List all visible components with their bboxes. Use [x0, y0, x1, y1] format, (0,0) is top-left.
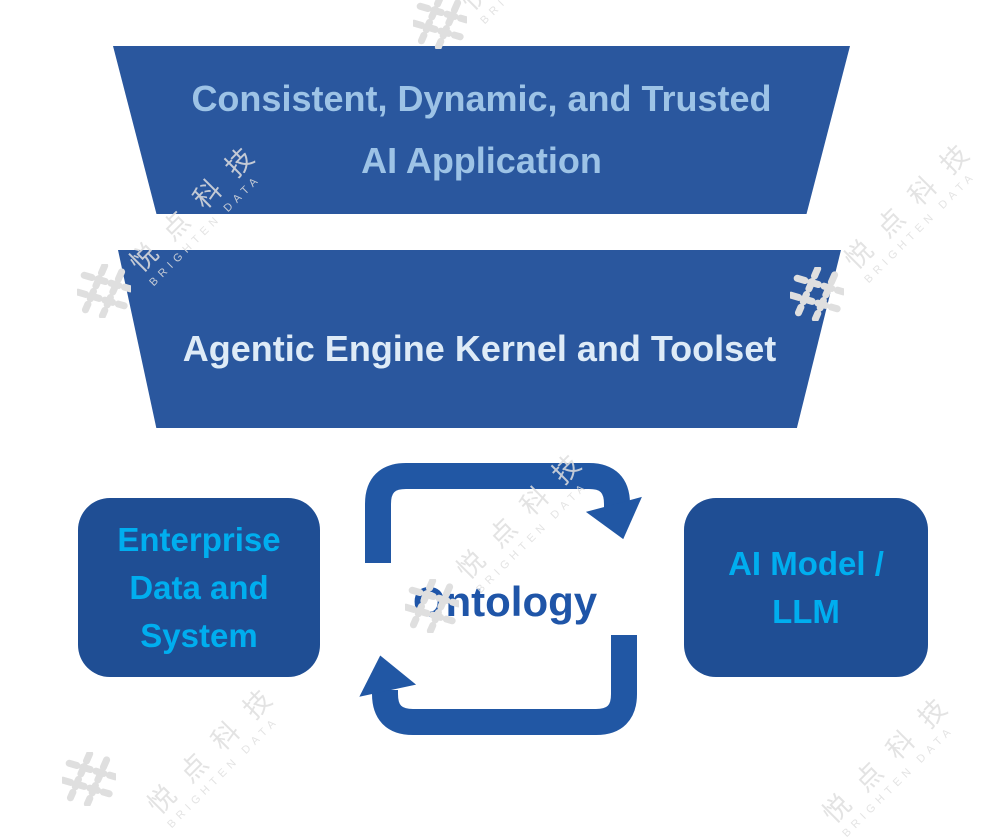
enterprise-data-box: Enterprise Data and System	[78, 498, 320, 677]
watermark: 悦点科技 BRIGHTEN DATA	[450, 0, 614, 27]
funnel-middle-trapezoid: Agentic Engine Kernel and Toolset	[118, 250, 841, 428]
enterprise-box-line1: Enterprise	[117, 520, 281, 558]
ai-model-box-line2: LLM	[772, 592, 840, 630]
watermark-en-text: BRIGHTEN DATA	[165, 714, 282, 831]
brighten-data-logo-icon	[62, 752, 116, 806]
watermark-cn-text: 悦点科技	[838, 126, 988, 276]
middle-trapezoid-label: Agentic Engine Kernel and Toolset	[182, 328, 777, 369]
watermark: 悦点科技 BRIGHTEN DATA	[812, 676, 976, 840]
watermark-cn-text: 悦点科技	[816, 680, 966, 830]
watermark-en-text: BRIGHTEN DATA	[840, 723, 957, 840]
watermark-en-text: BRIGHTEN DATA	[862, 169, 979, 286]
enterprise-box-line2: Data and	[129, 568, 269, 606]
ontology-label: Ontology	[412, 578, 598, 625]
watermark: 悦点科技 BRIGHTEN DATA	[137, 667, 301, 831]
watermark-en-text: BRIGHTEN DATA	[478, 0, 614, 27]
watermark: 悦点科技 BRIGHTEN DATA	[834, 122, 998, 286]
funnel-top-trapezoid: Consistent, Dynamic, and Trusted AI Appl…	[113, 46, 850, 214]
brighten-data-logo-icon	[413, 0, 467, 49]
top-trapezoid-line1: Consistent, Dynamic, and Trusted	[191, 78, 772, 119]
enterprise-box-line3: System	[140, 616, 258, 654]
cycle-arrows-icon	[359, 463, 642, 735]
watermark-cn-text: 悦点科技	[450, 0, 605, 18]
diagram-canvas: { "diagram": { "top_trapezoid": { "lines…	[62, 0, 998, 840]
watermark-cn-text: 悦点科技	[141, 671, 291, 821]
ai-model-box: AI Model / LLM	[684, 498, 928, 677]
ai-model-box-line1: AI Model /	[728, 544, 884, 582]
top-trapezoid-line2: AI Application	[361, 140, 602, 181]
